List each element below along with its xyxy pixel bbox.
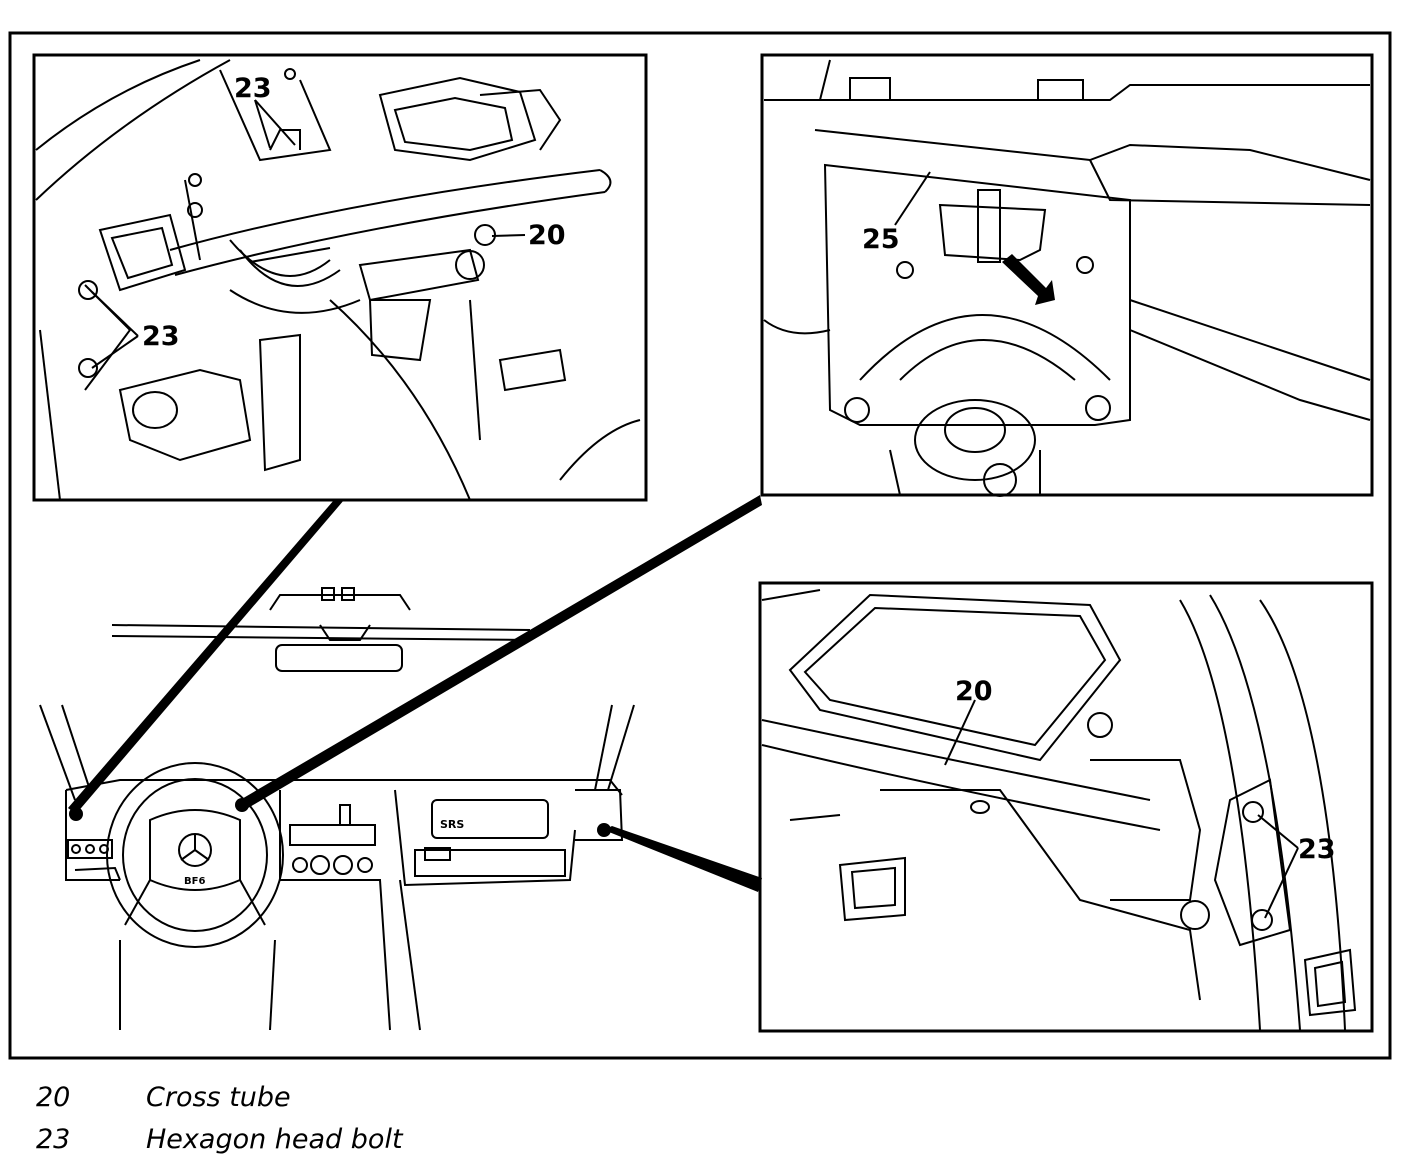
legend-label: Cross tube [146,1082,291,1113]
legend-item: 23 Hexagon head bolt [36,1124,736,1166]
arrow-icon [1002,254,1055,305]
steering-hub-label: BF6 [184,876,205,887]
callout-23-left: 23 [142,321,180,352]
legend-number: 23 [36,1124,71,1155]
detail-panel-top-right: 25 [760,53,1374,497]
legend-item: 20 Cross tube [36,1082,736,1124]
airbag-label: SRS [440,818,464,831]
connector-top-left [68,500,344,814]
callout-20-bottom-right: 20 [955,676,993,707]
outer-frame [8,31,1392,1060]
callout-23-right: 23 [1298,834,1336,865]
detail-panel-top-left: 23 20 23 [32,53,648,502]
callout-23-top: 23 [234,73,272,104]
detail-panel-bottom-right: 20 23 [758,581,1374,1033]
legend-number: 20 [36,1082,71,1113]
callout-25: 25 [862,224,900,255]
legend: 20 Cross tube 23 Hexagon head bolt [36,1082,736,1166]
dashboard-overview [39,587,635,1031]
legend-label: Hexagon head bolt [146,1124,403,1155]
connector-top-right [240,495,762,808]
callout-20-top-left: 20 [528,220,566,251]
connector-bottom-right [604,826,762,892]
